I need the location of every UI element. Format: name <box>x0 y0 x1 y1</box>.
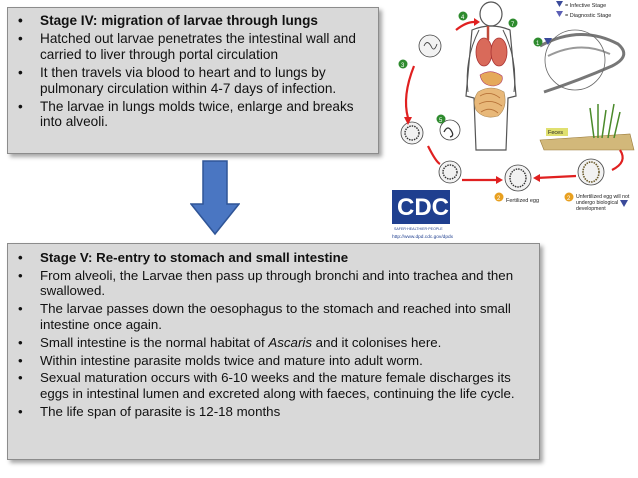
arrow-heads <box>404 18 540 184</box>
step-2-label: 2 <box>497 196 501 202</box>
list-item: From alveoli, the Larvae then pass up th… <box>14 268 531 299</box>
down-arrow-shape <box>190 160 240 236</box>
feces-label: Feces <box>548 130 563 136</box>
stage-v-heading: Stage V: Re-entry to stomach and small i… <box>14 250 531 266</box>
text-part: and it colonises here. <box>311 334 442 350</box>
feces-label-box <box>546 128 568 136</box>
unfertilized-egg-label-wrap: Unfertilized egg will not undergo biolog… <box>576 194 630 212</box>
ascaris-italic: Ascaris <box>268 334 312 350</box>
cdc-logo-text: CDC <box>397 194 449 221</box>
legend-diagnostic-label: = Diagnostic Stage <box>565 13 611 19</box>
step-2b-label: 2 <box>567 196 571 202</box>
fertilized-egg-label: Fertilized egg <box>506 198 539 204</box>
cdc-logo: CDC SAFER·HEALTHIER·PEOPLE <box>392 190 450 231</box>
list-item: Sexual maturation occurs with 6-10 weeks… <box>14 370 531 401</box>
cycle-arrows <box>404 20 624 182</box>
legend: = Infective Stage = Diagnostic Stage <box>556 1 611 19</box>
diagnostic-stage-icon <box>544 38 552 45</box>
list-item: Hatched out larvae penetrates the intest… <box>14 31 370 62</box>
step-1-label: 1 <box>536 41 540 47</box>
step-5-label: 5 <box>439 118 443 124</box>
list-item: The larvae in lungs molds twice, enlarge… <box>14 99 370 130</box>
feces-soil-illustration: Feces <box>539 103 635 151</box>
list-item: It then travels via blood to heart and t… <box>14 65 370 96</box>
text-part: Small intestine is the normal habitat of <box>40 334 269 350</box>
infective-stage-icon <box>556 1 563 7</box>
step-4-label: 4 <box>461 15 465 21</box>
list-item: The larvae passes down the oesophagus to… <box>14 301 531 332</box>
stage-iv-textbox: Stage IV: migration of larvae through lu… <box>7 7 379 154</box>
diagnostic-stage-icon <box>620 200 628 207</box>
list-item: Small intestine is the normal habitat of… <box>14 335 531 351</box>
step-markers: 4 7 3 5 1 2 2 <box>398 11 628 207</box>
cdc-tagline: SAFER·HEALTHIER·PEOPLE <box>394 227 443 231</box>
step-3-label: 3 <box>401 63 405 69</box>
stage-v-textbox: Stage V: Re-entry to stomach and small i… <box>7 243 540 460</box>
diagnostic-stage-icon <box>556 11 563 17</box>
stage-v-list: Stage V: Re-entry to stomach and small i… <box>14 250 531 419</box>
ascaris-life-cycle-diagram: = Infective Stage = Diagnostic Stage <box>392 1 635 240</box>
stage-iv-heading: Stage IV: migration of larvae through lu… <box>14 13 370 29</box>
legend-infective-label: = Infective Stage <box>565 3 606 9</box>
stage-iv-list: Stage IV: migration of larvae through lu… <box>14 13 370 130</box>
human-figure-illustration <box>465 1 517 151</box>
step-7-label: 7 <box>511 22 515 28</box>
list-item: The life span of parasite is 12-18 month… <box>14 404 531 420</box>
adult-worms-illustration <box>539 29 626 94</box>
list-item: Within intestine parasite molds twice an… <box>14 353 531 369</box>
unfertilized-egg-label: Unfertilized egg will not undergo biolog… <box>576 194 630 212</box>
cdc-url-text: http://www.dpd.cdc.gov/dpdx <box>392 234 454 240</box>
egg-stage-circles <box>400 34 605 192</box>
